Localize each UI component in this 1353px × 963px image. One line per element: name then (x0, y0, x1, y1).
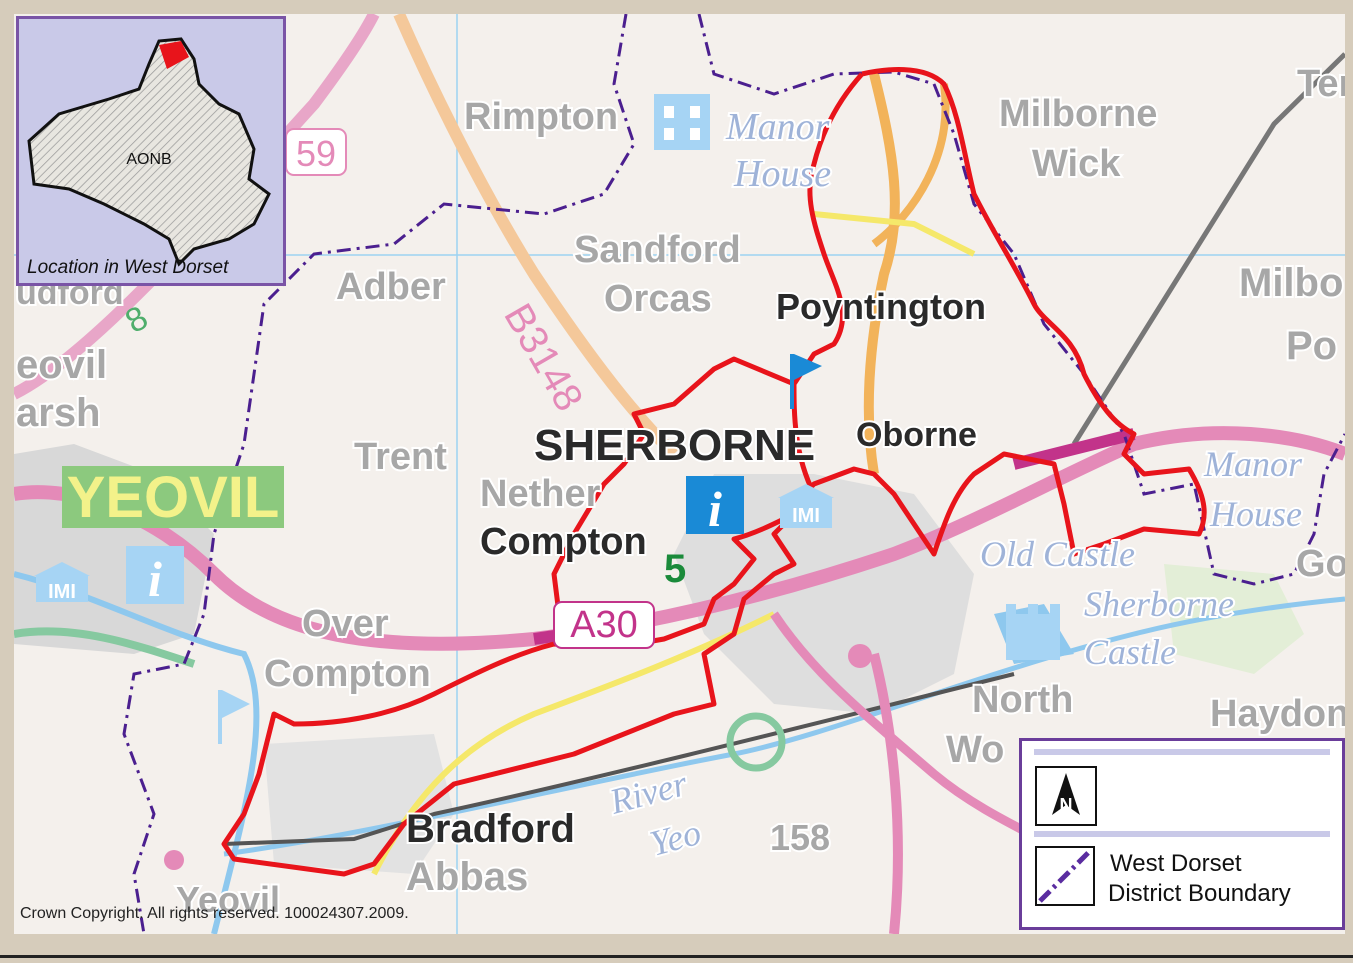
stream (14, 571, 260, 934)
b3148-road (393, 14, 679, 459)
boundary-swatch-line (1038, 849, 1092, 903)
north-arrow-icon (1052, 773, 1080, 815)
svg-text:i: i (148, 551, 162, 607)
north-label: N (1060, 795, 1073, 815)
place-label: Castle (1084, 632, 1176, 672)
legend-rule (1034, 749, 1330, 755)
place-label: Poyntington (776, 286, 986, 327)
place-label: Sandford (574, 229, 741, 271)
aonb-label: AONB (126, 151, 171, 168)
legend-label: District Boundary (1108, 880, 1291, 907)
place-label: Compton (264, 653, 431, 695)
place-label: Yeo (646, 812, 705, 864)
district-boundary-north (697, 14, 935, 96)
svg-text:i: i (708, 481, 722, 537)
copyright-notice: Crown Copyright. All rights reserved. 10… (20, 905, 409, 922)
place-label: arsh (16, 391, 101, 435)
minor-road-yellow (813, 211, 976, 257)
place-label: Sherborne (1084, 584, 1234, 624)
location-inset: AONB Location in West Dorset (16, 16, 286, 286)
west-dorset-outline: AONB (27, 37, 271, 267)
flag-icon (790, 354, 822, 409)
svg-text:IMI: IMI (48, 581, 76, 603)
minor-road-branch (871, 83, 950, 248)
place-label: Yeovil (176, 879, 280, 920)
bradford-road (371, 611, 776, 876)
place-label: Po (1286, 324, 1337, 368)
a30-road (14, 426, 1345, 651)
place-label: Over (302, 603, 389, 645)
place-label: Milbo (1239, 261, 1343, 305)
info-icon: i (126, 546, 184, 607)
map-legend: N West Dorset District Boundary (1019, 738, 1345, 930)
svg-text:IMI: IMI (792, 505, 820, 527)
railway (223, 672, 1015, 846)
district-shape (27, 37, 271, 267)
place-label: Adber (336, 266, 446, 308)
place-label: Tem (1297, 63, 1345, 105)
inset-caption: Location in West Dorset (27, 257, 229, 278)
castle-icon (1006, 604, 1060, 660)
legend-label: West Dorset (1110, 850, 1242, 877)
place-label: 158 (770, 817, 830, 858)
place-label: Goa (1296, 543, 1345, 585)
place-label: Nether (480, 473, 601, 515)
a30-label: A30 (570, 604, 638, 646)
place-label: Manor (725, 106, 830, 148)
junction (164, 850, 184, 870)
junction (848, 644, 872, 668)
place-label: Milborne (999, 93, 1157, 135)
place-label: House (733, 153, 831, 195)
a359-label: 59 (296, 133, 336, 174)
place-label: Trent (354, 436, 447, 478)
legend-graphics: N West Dorset District Boundary (1034, 749, 1330, 907)
woodland-area (1164, 564, 1304, 674)
place-label: Oborne (856, 416, 977, 454)
museum-icon: IMI (778, 484, 834, 528)
bottom-rule (0, 955, 1353, 958)
river-yeo (223, 596, 1345, 857)
place-label: SHERBORNE (534, 421, 815, 470)
b3148-label: B3148 (495, 296, 591, 418)
place-label: Rimpton (464, 96, 618, 138)
place-label: Abbas (406, 855, 528, 899)
a352-road (869, 652, 903, 934)
place-label: Old Castle (980, 534, 1135, 574)
place-label: Wick (1032, 143, 1121, 185)
yeovil-label-bg (62, 466, 284, 528)
roundabout (726, 712, 786, 772)
place-label: Bradford (406, 807, 575, 851)
railway-east (1071, 52, 1345, 446)
place-label: North (972, 679, 1073, 721)
district-boundary-west (122, 14, 636, 934)
yeovil-label: YEOVIL (67, 465, 280, 530)
place-label: Manor (1203, 444, 1303, 484)
historic-house-icon (654, 94, 710, 150)
minor-road-north (863, 72, 900, 475)
museum-icon: IMI (34, 562, 90, 603)
flag-icon (218, 690, 250, 744)
place-label: Orcas (604, 278, 712, 320)
a30-shield (553, 601, 655, 649)
study-area-marker (159, 41, 189, 69)
place-label: Haydon (1210, 693, 1345, 735)
route-5-label: 5 (664, 547, 686, 591)
place-label: eovil (16, 343, 107, 387)
place-label: House (1209, 494, 1302, 534)
route-8-label: 8 (119, 299, 154, 341)
place-label: Wo (946, 729, 1004, 771)
legend-rule (1034, 831, 1330, 837)
info-icon: i (686, 476, 744, 537)
place-label: Compton (480, 521, 647, 563)
green-road (14, 627, 196, 668)
a359-shield (285, 128, 347, 176)
